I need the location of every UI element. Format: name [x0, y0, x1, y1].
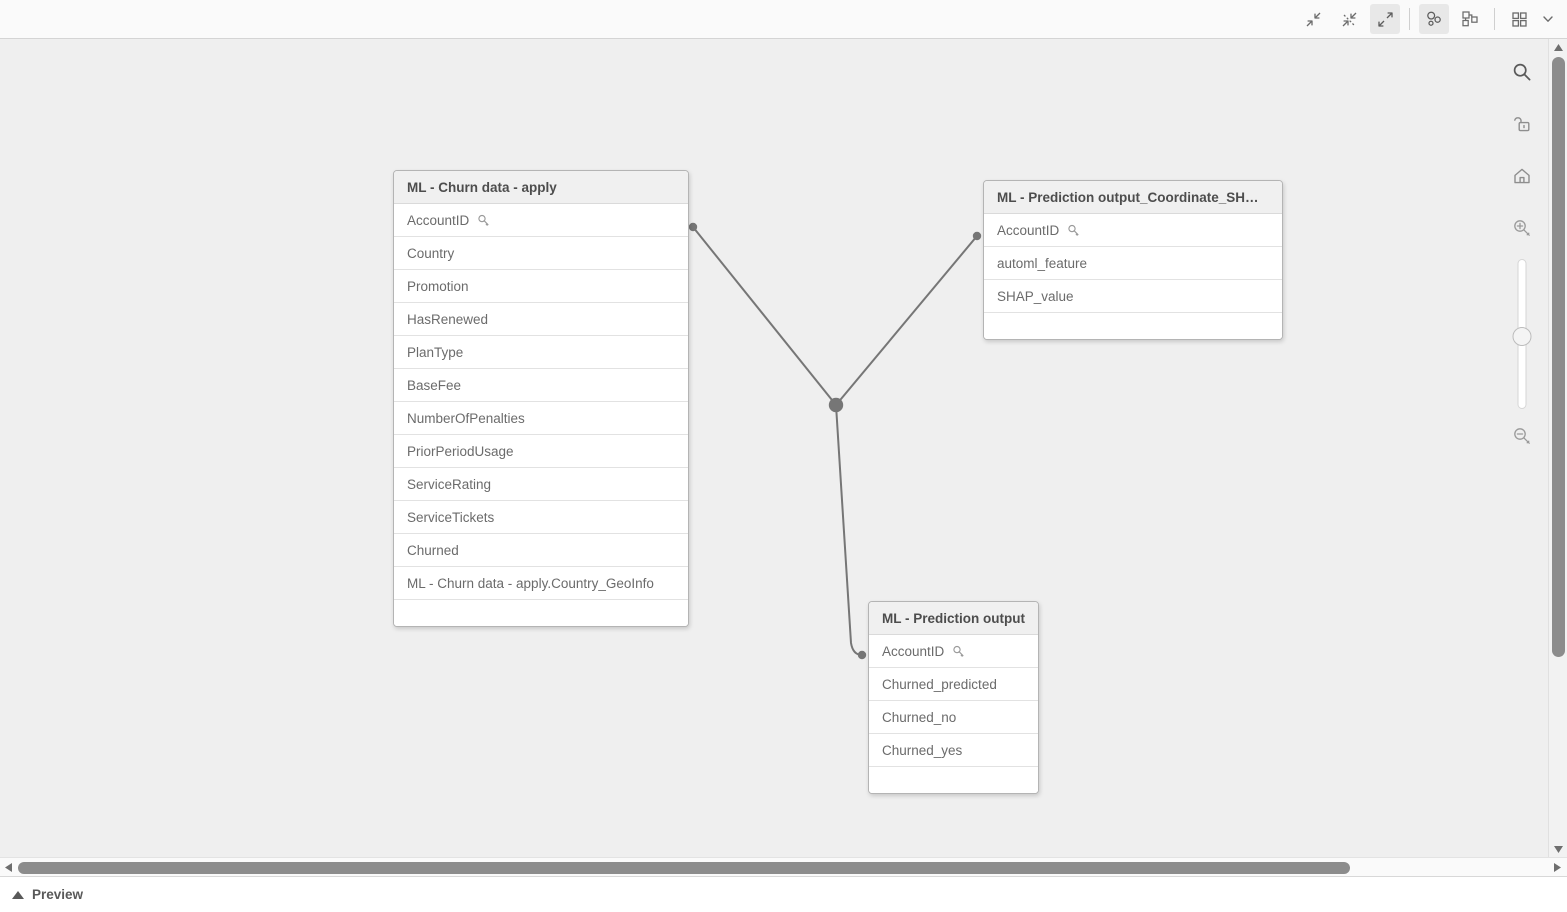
vertical-scrollbar-thumb[interactable]	[1552, 57, 1565, 657]
table-footer-row	[984, 313, 1282, 339]
field-name: ServiceTickets	[407, 509, 495, 525]
field-row[interactable]: ServiceRating	[394, 468, 688, 501]
zoom-slider[interactable]	[1505, 259, 1539, 409]
key-icon	[477, 214, 490, 227]
table-view-icon[interactable]	[1455, 4, 1485, 34]
field-name: AccountID	[882, 643, 945, 659]
field-name: HasRenewed	[407, 311, 489, 327]
collapse-all-icon[interactable]	[1298, 4, 1328, 34]
table-footer-row	[394, 600, 688, 626]
field-row[interactable]: ServiceTickets	[394, 501, 688, 534]
field-name: AccountID	[997, 222, 1060, 238]
field-name: AccountID	[407, 212, 470, 228]
link-endpoint-shap	[972, 231, 982, 241]
table-footer-row	[869, 767, 1038, 793]
key-icon	[952, 645, 965, 658]
bubble-view-icon[interactable]	[1419, 4, 1449, 34]
key-icon	[1067, 224, 1080, 237]
expand-all-icon[interactable]	[1370, 4, 1400, 34]
field-row[interactable]: AccountID	[984, 214, 1282, 247]
scroll-left-arrow[interactable]	[0, 858, 16, 877]
field-row[interactable]: BaseFee	[394, 369, 688, 402]
field-row[interactable]: SHAP_value	[984, 280, 1282, 313]
collapse-partial-icon[interactable]	[1334, 4, 1364, 34]
field-row[interactable]: automl_feature	[984, 247, 1282, 280]
field-name: SHAP_value	[997, 288, 1074, 304]
triangle-up-icon	[12, 890, 24, 899]
field-name: BaseFee	[407, 377, 462, 393]
field-name: ML - Churn data - apply.Country_GeoInfo	[407, 575, 654, 591]
field-row[interactable]: Promotion	[394, 270, 688, 303]
table-card-churn-data-apply[interactable]: ML - Churn data - apply AccountID Countr…	[393, 170, 689, 627]
field-row[interactable]: AccountID	[869, 635, 1038, 668]
table-title[interactable]: ML - Churn data - apply	[394, 171, 688, 204]
table-title[interactable]: ML - Prediction output_Coordinate_SH…	[984, 181, 1282, 214]
model-canvas[interactable]: ML - Churn data - apply AccountID Countr…	[0, 39, 1567, 857]
search-icon[interactable]	[1505, 55, 1539, 89]
field-name: PlanType	[407, 344, 464, 360]
table-card-prediction-output-coordinate-shap[interactable]: ML - Prediction output_Coordinate_SH… Ac…	[983, 180, 1283, 340]
field-name: NumberOfPenalties	[407, 410, 525, 426]
field-row[interactable]: ML - Churn data - apply.Country_GeoInfo	[394, 567, 688, 600]
field-name: Churned_no	[882, 709, 957, 725]
field-row[interactable]: PlanType	[394, 336, 688, 369]
zoom-in-icon[interactable]	[1505, 211, 1539, 245]
field-name: Churned_predicted	[882, 676, 997, 692]
zoom-out-icon[interactable]	[1505, 419, 1539, 453]
scroll-up-arrow[interactable]	[1549, 39, 1567, 55]
link-endpoint-churn	[688, 222, 698, 232]
preview-label: Preview	[32, 887, 84, 902]
scroll-right-arrow[interactable]	[1549, 858, 1565, 877]
field-row[interactable]: AccountID	[394, 204, 688, 237]
preview-bar: Preview	[0, 877, 1567, 912]
scroll-down-arrow[interactable]	[1549, 841, 1567, 857]
toolbar-divider-2	[1494, 8, 1495, 30]
association-links	[688, 222, 982, 660]
link-junction-to-prediction	[835, 404, 863, 656]
field-row[interactable]: NumberOfPenalties	[394, 402, 688, 435]
field-row[interactable]: Churned_predicted	[869, 668, 1038, 701]
link-churn-to-junction	[692, 226, 837, 406]
horizontal-scrollbar-thumb[interactable]	[18, 862, 1350, 874]
vertical-scrollbar[interactable]	[1548, 39, 1567, 857]
grid-layout-icon[interactable]	[1504, 4, 1534, 34]
unlock-icon[interactable]	[1505, 107, 1539, 141]
toolbar-divider-1	[1409, 8, 1410, 30]
field-name: automl_feature	[997, 255, 1088, 271]
field-row[interactable]: PriorPeriodUsage	[394, 435, 688, 468]
field-name: Country	[407, 245, 455, 261]
link-endpoint-prediction	[857, 650, 867, 660]
field-row[interactable]: HasRenewed	[394, 303, 688, 336]
canvas-tool-rail	[1496, 39, 1548, 857]
chevron-down-icon[interactable]	[1537, 4, 1559, 34]
field-name: Churned_yes	[882, 742, 963, 758]
field-row[interactable]: Churned_yes	[869, 734, 1038, 767]
field-name: Churned	[407, 542, 459, 558]
table-card-prediction-output[interactable]: ML - Prediction output AccountID Churned…	[868, 601, 1039, 794]
association-junction-node[interactable]	[828, 397, 844, 413]
field-row[interactable]: Churned_no	[869, 701, 1038, 734]
horizontal-scrollbar[interactable]	[0, 857, 1567, 877]
field-name: PriorPeriodUsage	[407, 443, 514, 459]
field-name: Promotion	[407, 278, 469, 294]
canvas-content: ML - Churn data - apply AccountID Countr…	[0, 39, 1548, 857]
table-title[interactable]: ML - Prediction output	[869, 602, 1038, 635]
zoom-slider-knob[interactable]	[1512, 327, 1532, 346]
field-row[interactable]: Churned	[394, 534, 688, 567]
field-name: ServiceRating	[407, 476, 492, 492]
field-row[interactable]: Country	[394, 237, 688, 270]
preview-toggle[interactable]: Preview	[12, 887, 83, 902]
top-toolbar	[0, 0, 1567, 39]
link-junction-to-shap	[835, 235, 978, 406]
home-icon[interactable]	[1505, 159, 1539, 193]
